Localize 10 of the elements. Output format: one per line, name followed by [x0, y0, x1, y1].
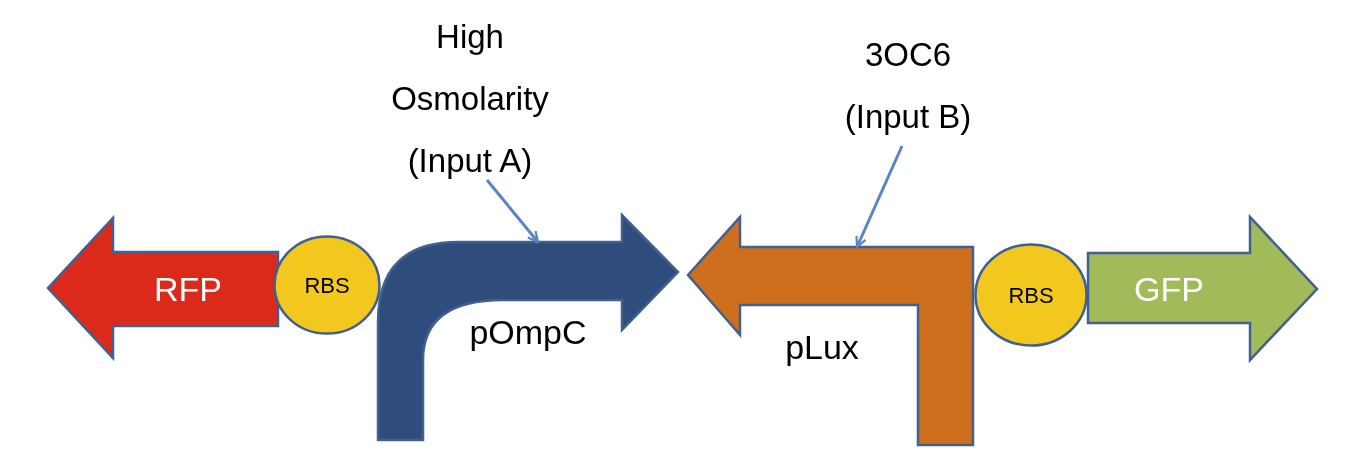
- rbs-label: RBS: [304, 275, 350, 297]
- gene-label: RFP: [154, 272, 222, 306]
- input-label: 3OC6 (Input B): [833, 24, 983, 148]
- rbs-label: RBS: [1008, 285, 1054, 307]
- gene-label: GFP: [1134, 272, 1204, 306]
- arrow: [485, 179, 540, 244]
- promoter-label: pOmpC: [469, 315, 587, 349]
- arrow: [855, 145, 904, 249]
- input-label: High Osmolarity (Input A): [375, 6, 565, 192]
- promoter-label: pLux: [785, 330, 859, 364]
